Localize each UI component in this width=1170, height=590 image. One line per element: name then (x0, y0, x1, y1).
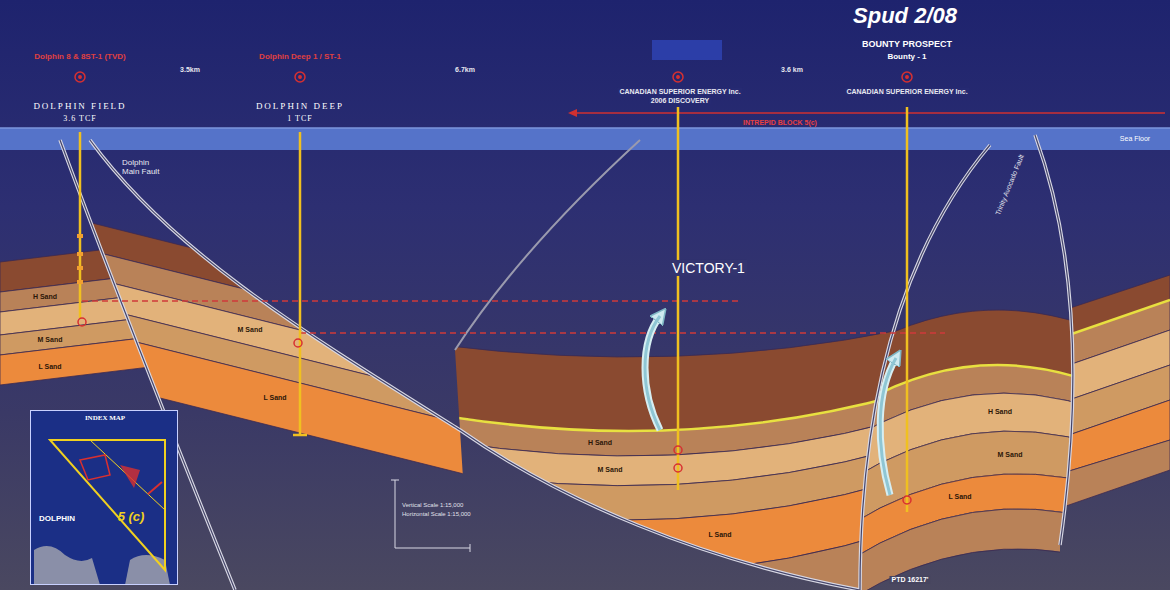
reserves-label: 1 TCF (287, 114, 313, 123)
block-name: INTREPID BLOCK 5(c) (743, 119, 817, 127)
scale-text: Horizontal Scale 1:15,000 (402, 511, 471, 518)
scale-text: Vertical Scale 1:15,000 (402, 502, 463, 509)
inset-title: INDEX MAP (85, 415, 125, 423)
spud-date: Spud 2/08 (853, 3, 957, 28)
strata-block (1040, 275, 1170, 515)
sea-band (0, 128, 1170, 150)
block-name: 5 (c) (118, 510, 145, 524)
well-pay-markers (77, 234, 83, 284)
total-depth: PTD 16217' (889, 576, 930, 584)
prospect-name: BOUNTY PROSPECT (862, 39, 952, 49)
discovery-note: 2006 DISCOVERY (649, 97, 712, 105)
distance-label: 3.5km (180, 66, 200, 74)
fault-lines (60, 135, 1073, 590)
layer-name: L Sand (708, 531, 731, 539)
layer-name: M Sand (998, 451, 1023, 459)
layer-name: M Sand (598, 466, 623, 474)
operator-name: CANADIAN SUPERIOR ENERGY Inc. (617, 88, 742, 96)
layer-name: L Sand (263, 394, 286, 402)
distance-label: 6.7km (455, 66, 475, 74)
well-name: Bounty - 1 (887, 52, 926, 61)
layer-name: M Sand (38, 336, 63, 344)
sea-floor-label: Sea Floor (1120, 135, 1150, 143)
index-map-inset: INDEX MAP DOLPHIN 5 (c) (30, 410, 178, 585)
well-name: Dolphin 8 & 8ST-1 (TVD) (34, 52, 126, 61)
layer-name: H Sand (588, 439, 612, 447)
field-name: DOLPHIN FIELD (33, 101, 126, 111)
sea-surface (0, 127, 1170, 129)
layer-name: L Sand (948, 493, 971, 501)
layer-name: H Sand (988, 408, 1012, 416)
map-place-name: DOLPHIN (39, 515, 75, 524)
reserves-label: 3.6 TCF (63, 114, 97, 123)
well-paths (80, 107, 907, 512)
well-symbols (75, 72, 912, 504)
migration-arrows (645, 316, 896, 495)
well-name: VICTORY-1 (670, 260, 747, 276)
correlation-lines (82, 301, 945, 333)
layer-name: H Sand (33, 293, 57, 301)
field-name: DOLPHIN DEEP (256, 101, 344, 111)
distance-label: 3.6 km (781, 66, 803, 74)
well-name: Dolphin Deep 1 / ST-1 (259, 52, 341, 61)
layer-name: M Sand (238, 326, 263, 334)
layer-name: L Sand (38, 363, 61, 371)
fault-name: Trinity Avocado Fault (994, 153, 1026, 216)
index-map-art (30, 410, 178, 585)
block-boundary (568, 109, 1165, 117)
redaction-box (652, 40, 722, 60)
scale-bar (391, 480, 470, 552)
fault-name: Dolphin Main Fault (122, 158, 166, 176)
operator-name: CANADIAN SUPERIOR ENERGY Inc. (844, 88, 969, 96)
